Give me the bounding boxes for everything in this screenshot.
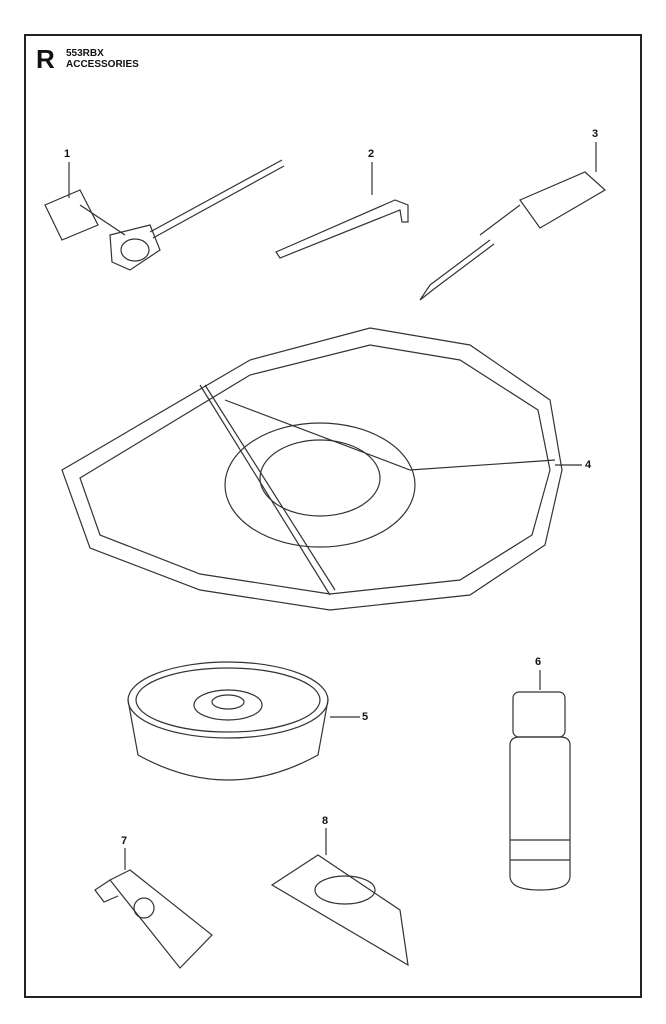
part-oil-bottle bbox=[509, 670, 571, 891]
callout-8: 8 bbox=[322, 815, 329, 827]
part-transport-guard bbox=[270, 828, 409, 967]
callout-3: 3 bbox=[592, 128, 599, 140]
diagram-title: ACCESSORIES bbox=[66, 59, 139, 70]
part-screwdriver bbox=[419, 142, 607, 301]
part-support-cup bbox=[127, 661, 360, 781]
callout-2: 2 bbox=[368, 148, 375, 160]
callout-7: 7 bbox=[121, 835, 128, 847]
diagram-header: 553RBX ACCESSORIES bbox=[66, 48, 139, 70]
callout-5: 5 bbox=[362, 711, 369, 723]
model-name: 553RBX bbox=[66, 48, 104, 59]
callout-4: 4 bbox=[585, 459, 592, 471]
part-grease-tube bbox=[94, 848, 213, 969]
part-blade-guard bbox=[61, 327, 582, 611]
callout-6: 6 bbox=[535, 656, 542, 668]
diagram-frame bbox=[24, 34, 642, 998]
part-hex-key bbox=[275, 162, 409, 259]
callout-1: 1 bbox=[64, 148, 71, 160]
section-letter: R bbox=[36, 44, 55, 74]
part-combination-spanner bbox=[44, 159, 285, 271]
